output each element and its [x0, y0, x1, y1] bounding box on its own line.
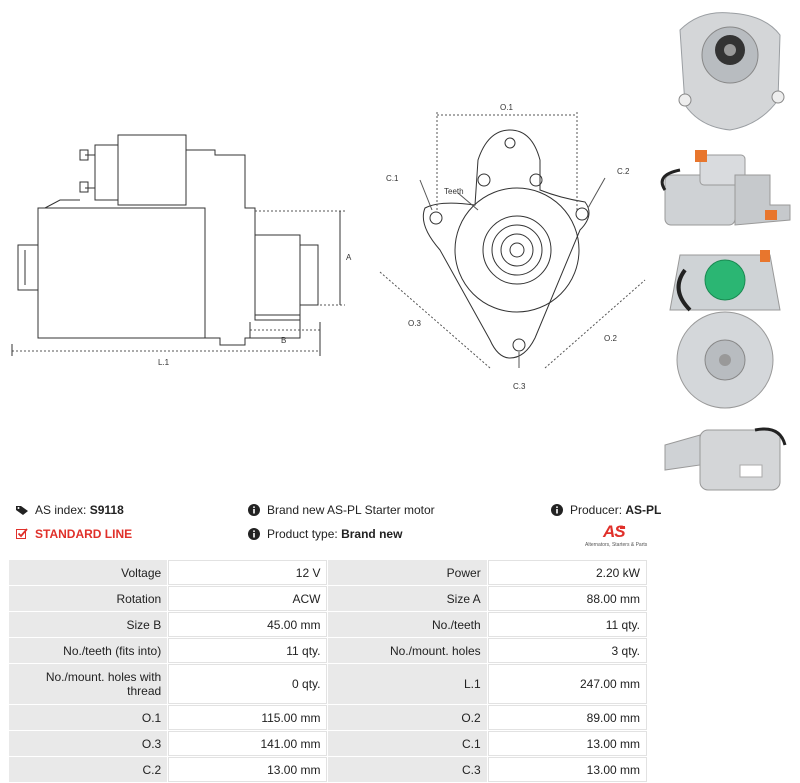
logo-text: AS [603, 522, 626, 541]
dimension-o3-label: O.3 [408, 319, 421, 328]
tag-icon [15, 503, 29, 517]
spec-value: 13.00 mm [168, 757, 328, 782]
spec-label: C.2 [9, 757, 168, 782]
spec-label: Size A [328, 586, 487, 611]
photo-angled-view [664, 427, 787, 491]
dimension-l1-label: L.1 [158, 358, 170, 367]
info-icon [550, 503, 564, 517]
spec-label: Power [328, 560, 487, 585]
dimension-o2-label: O.2 [604, 334, 617, 343]
dimension-o1-label: O.1 [500, 103, 513, 112]
spec-value: 2.20 kW [487, 560, 647, 585]
product-info: AS index: S9118 STANDARD LINE Brand new … [15, 503, 661, 553]
spec-label: No./teeth [328, 612, 487, 637]
spec-value: 115.00 mm [168, 705, 328, 730]
spec-value: 0 qty. [168, 664, 328, 704]
spec-value: 3 qty. [487, 638, 647, 663]
spec-label: No./teeth (fits into) [9, 638, 168, 663]
product-line: STANDARD LINE [15, 527, 132, 541]
spec-value: 13.00 mm [487, 731, 647, 756]
dimension-c3-label: C.3 [513, 382, 526, 390]
spec-label: Voltage [9, 560, 168, 585]
product-line-label: STANDARD LINE [35, 527, 133, 541]
spec-value: 89.00 mm [487, 705, 647, 730]
spec-label: No./mount. holes with thread [9, 664, 168, 704]
logo-tagline: Alternators, Starters & Parts [585, 542, 648, 548]
spec-value: 88.00 mm [487, 586, 647, 611]
spec-label: O.1 [9, 705, 168, 730]
spec-value: ACW [168, 586, 328, 611]
teeth-label: Teeth [444, 187, 464, 196]
info-icon [247, 503, 261, 517]
description: Brand new AS-PL Starter motor [247, 503, 435, 517]
spec-label: No./mount. holes [328, 638, 487, 663]
spec-row: No./teeth (fits into)11 qty.No./mount. h… [9, 638, 647, 663]
spec-label: O.3 [9, 731, 168, 756]
producer: Producer: AS-PL [550, 503, 661, 517]
side-view-drawing [17, 134, 319, 346]
spec-label: Size B [9, 612, 168, 637]
technical-drawing: A B L.1 O.1 O.2 O.3 C.1 C.2 C.3 Teeth [11, 103, 646, 390]
spec-label: L.1 [328, 664, 487, 704]
spec-value: 141.00 mm [168, 731, 328, 756]
spec-label: Rotation [9, 586, 168, 611]
spec-value: 45.00 mm [168, 612, 328, 637]
photo-front-view [660, 5, 795, 140]
photo-rear-view [669, 250, 781, 409]
photo-side-view [660, 150, 791, 226]
spec-label: O.2 [328, 705, 487, 730]
dimension-a-label: A [346, 253, 352, 262]
front-view-drawing [422, 129, 590, 359]
as-index-value: S9118 [89, 503, 124, 517]
spec-value: 247.00 mm [487, 664, 647, 704]
dimension-b-label: B [281, 336, 286, 345]
product-type-label: Product type: [267, 527, 338, 541]
info-icon [247, 527, 261, 541]
spec-label: C.1 [328, 731, 487, 756]
spec-value: 11 qty. [168, 638, 328, 663]
spec-label: C.3 [328, 757, 487, 782]
description-text: Brand new AS-PL Starter motor [267, 503, 435, 517]
as-index: AS index: S9118 [15, 503, 124, 517]
spec-value: 13.00 mm [487, 757, 647, 782]
product-type-value: Brand new [341, 527, 403, 541]
spec-value: 12 V [168, 560, 328, 585]
producer-value: AS-PL [625, 503, 662, 517]
producer-label: Producer: [570, 503, 623, 517]
as-pl-logo: AS Alternators, Starters & Parts [585, 522, 655, 552]
as-index-label: AS index: [35, 503, 87, 517]
product-photos [655, 0, 800, 500]
spec-value: 11 qty. [487, 612, 647, 637]
dimension-c1-label: C.1 [386, 174, 399, 183]
product-type: Product type: Brand new [247, 527, 402, 541]
dimension-c2-label: C.2 [617, 167, 630, 176]
checkbox-check-icon [15, 527, 29, 541]
